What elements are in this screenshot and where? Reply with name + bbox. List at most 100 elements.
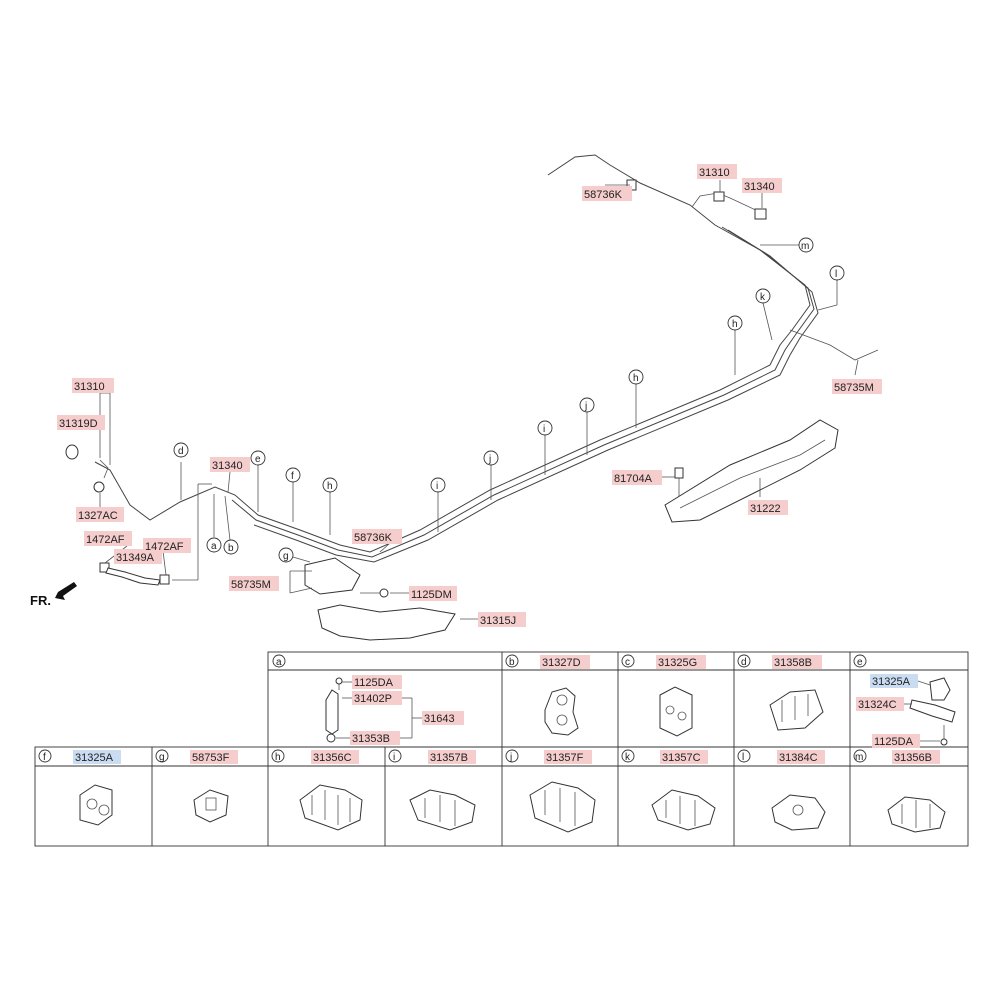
clip-31356B bbox=[887, 796, 946, 833]
svg-text:31324C: 31324C bbox=[858, 699, 897, 711]
svg-text:58735M: 58735M bbox=[231, 579, 271, 591]
label-31310-front: 31310 bbox=[72, 378, 114, 393]
callout-i-2: i bbox=[430, 477, 446, 493]
svg-text:h: h bbox=[275, 752, 281, 763]
svg-text:31310: 31310 bbox=[74, 381, 105, 393]
clip-58753F bbox=[193, 789, 229, 823]
detail-cell-c: c 31325G bbox=[621, 654, 706, 737]
svg-text:f: f bbox=[291, 471, 294, 482]
svg-text:31356B: 31356B bbox=[894, 752, 932, 764]
svg-text:81704A: 81704A bbox=[614, 473, 653, 485]
svg-text:31222: 31222 bbox=[750, 503, 781, 515]
detail-cell-g: g 58753F bbox=[155, 749, 238, 823]
front-indicator: FR. bbox=[30, 582, 77, 608]
svg-text:j: j bbox=[584, 401, 587, 412]
svg-text:d: d bbox=[741, 657, 747, 668]
svg-text:h: h bbox=[732, 319, 738, 330]
svg-text:1125DA: 1125DA bbox=[354, 677, 394, 689]
svg-text:31402P: 31402P bbox=[354, 693, 392, 705]
svg-text:k: k bbox=[760, 292, 766, 303]
callout-h-1: h bbox=[727, 315, 743, 331]
svg-text:g: g bbox=[159, 752, 165, 763]
detail-cell-f: f 31325A bbox=[38, 749, 121, 826]
svg-text:j: j bbox=[488, 454, 491, 465]
label-31340-front: 31340 bbox=[210, 457, 250, 472]
callout-i-1: i bbox=[537, 420, 553, 436]
label-31319D: 31319D bbox=[57, 415, 105, 430]
clip-31357C bbox=[651, 789, 716, 831]
detail-cell-b: b 31327D bbox=[505, 654, 590, 736]
callout-h-2: h bbox=[628, 369, 644, 385]
callout-f: f bbox=[285, 467, 301, 483]
clip-31325A-f bbox=[79, 784, 113, 826]
svg-text:e: e bbox=[857, 657, 863, 668]
svg-text:58736K: 58736K bbox=[354, 532, 393, 544]
svg-text:31310: 31310 bbox=[699, 167, 730, 179]
label-31315J: 31315J bbox=[478, 612, 526, 627]
bracket-31324C bbox=[909, 699, 956, 723]
clamp-58735M bbox=[304, 557, 361, 595]
label-81704A: 81704A bbox=[612, 470, 662, 485]
svg-text:31356C: 31356C bbox=[313, 752, 352, 764]
callout-j-2: j bbox=[483, 450, 499, 466]
label-1472AF-right: 1472AF bbox=[143, 538, 191, 553]
svg-text:m: m bbox=[801, 241, 809, 252]
callout-m: m bbox=[798, 237, 814, 253]
svg-text:31315J: 31315J bbox=[480, 615, 516, 627]
label-1472AF-left: 1472AF bbox=[84, 531, 132, 546]
svg-text:FR.: FR. bbox=[30, 593, 51, 608]
svg-text:a: a bbox=[211, 541, 217, 552]
clip-31357F bbox=[529, 781, 596, 833]
svg-text:31358B: 31358B bbox=[774, 657, 812, 669]
label-1125DM: 1125DM bbox=[409, 586, 457, 601]
svg-text:31340: 31340 bbox=[212, 460, 243, 472]
label-58736K-front: 58736K bbox=[352, 529, 402, 544]
svg-text:i: i bbox=[393, 752, 395, 763]
svg-text:m: m bbox=[855, 752, 863, 763]
svg-text:a: a bbox=[276, 657, 282, 668]
callout-j-1: j bbox=[579, 397, 595, 413]
callout-k: k bbox=[755, 288, 771, 304]
svg-text:i: i bbox=[436, 481, 438, 492]
label-31310-rear: 31310 bbox=[697, 164, 737, 179]
svg-text:31319D: 31319D bbox=[59, 418, 98, 430]
clip-31325A-e bbox=[929, 677, 951, 701]
clip-31356C bbox=[299, 784, 363, 831]
svg-text:1472AF: 1472AF bbox=[145, 541, 184, 553]
svg-text:e: e bbox=[255, 454, 261, 465]
detail-cell-k: k 31357C bbox=[621, 749, 716, 831]
svg-text:31325A: 31325A bbox=[75, 752, 114, 764]
callout-d: d bbox=[173, 442, 189, 458]
svg-text:k: k bbox=[625, 752, 631, 763]
svg-text:58736K: 58736K bbox=[584, 189, 623, 201]
detail-grid bbox=[34, 651, 969, 847]
pipe-fittings bbox=[65, 179, 767, 598]
callout-g: g bbox=[278, 547, 294, 563]
callout-a: a bbox=[206, 537, 222, 553]
detail-cell-m: m 31356B bbox=[853, 749, 946, 833]
svg-text:h: h bbox=[327, 481, 333, 492]
svg-text:31643: 31643 bbox=[424, 713, 455, 725]
label-31222: 31222 bbox=[748, 500, 788, 515]
svg-text:1125DA: 1125DA bbox=[874, 736, 914, 748]
svg-text:31340: 31340 bbox=[744, 181, 775, 193]
fuel-pipe-bundle bbox=[94, 154, 879, 563]
svg-text:f: f bbox=[43, 752, 46, 763]
svg-text:31384C: 31384C bbox=[779, 752, 818, 764]
svg-text:31357F: 31357F bbox=[546, 752, 584, 764]
callout-h-3: h bbox=[322, 477, 338, 493]
svg-text:d: d bbox=[178, 446, 184, 457]
svg-text:1125DM: 1125DM bbox=[411, 589, 452, 601]
label-58735M-front: 58735M bbox=[229, 576, 279, 591]
bracket-31315J bbox=[317, 604, 456, 641]
clip-31325G bbox=[659, 686, 693, 737]
callout-l: l bbox=[829, 265, 845, 281]
svg-text:l: l bbox=[742, 752, 744, 763]
label-31340-rear: 31340 bbox=[742, 178, 782, 193]
detail-cell-d: d 31358B bbox=[737, 654, 824, 731]
detail-cell-l: l 31384C bbox=[737, 749, 826, 831]
svg-text:b: b bbox=[509, 657, 515, 668]
svg-text:31325G: 31325G bbox=[658, 657, 697, 669]
svg-text:j: j bbox=[509, 752, 512, 763]
